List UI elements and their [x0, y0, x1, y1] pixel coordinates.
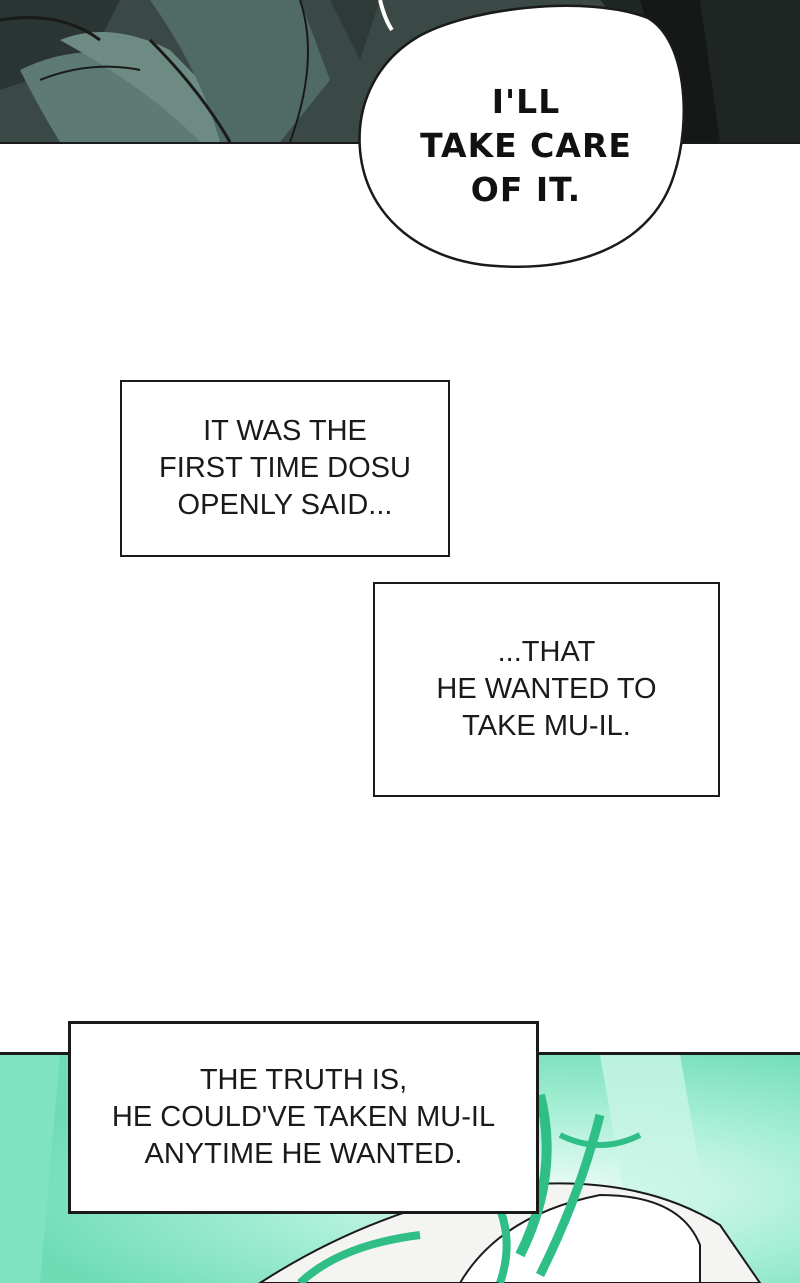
caption-line: OPENLY SAID...	[177, 489, 393, 521]
narration-caption-3: THE TRUTH IS, HE COULD'VE TAKEN MU-IL AN…	[68, 1021, 539, 1214]
narration-caption-2: ...THAT HE WANTED TO TAKE MU-IL.	[373, 582, 720, 797]
caption-line: FIRST TIME DOSU	[159, 452, 411, 484]
speech-bubble-text: I'LL TAKE CARE OF IT.	[416, 80, 636, 212]
caption-line: TAKE MU-IL.	[462, 710, 631, 742]
caption-line: HE COULD'VE TAKEN MU-IL	[111, 1101, 496, 1133]
narration-caption-1: IT WAS THE FIRST TIME DOSU OPENLY SAID..…	[120, 380, 450, 557]
caption-line: THE TRUTH IS,	[199, 1064, 408, 1096]
caption-line: ...THAT	[497, 636, 596, 668]
bottom-panel-illustration	[0, 1055, 800, 1283]
speech-line: I'LL	[491, 82, 561, 121]
caption-line: HE WANTED TO	[436, 673, 657, 705]
caption-line: ANYTIME HE WANTED.	[144, 1138, 463, 1170]
caption-line: IT WAS THE	[203, 415, 367, 447]
speech-bubble-shape	[358, 4, 685, 268]
speech-bubble: I'LL TAKE CARE OF IT.	[356, 0, 688, 272]
bottom-comic-panel	[0, 1052, 800, 1283]
speech-line: OF IT.	[470, 170, 582, 209]
speech-line: TAKE CARE	[420, 126, 632, 165]
